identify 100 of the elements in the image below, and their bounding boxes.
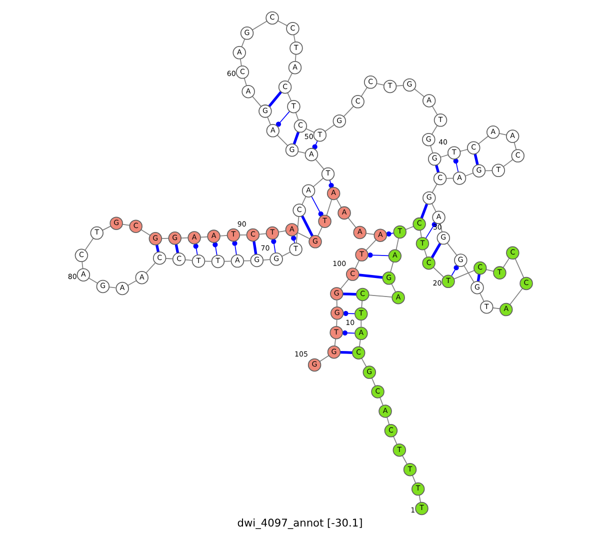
node-label: 20 [432,278,442,288]
connector [165,258,173,260]
connector [492,307,500,310]
connector [193,244,198,256]
node-circle: T [415,502,428,516]
node-circle: A [374,228,388,242]
connector [412,474,416,484]
node-circle: T [313,128,327,142]
node-circle: A [452,172,466,185]
connector [368,294,392,298]
node-circle: A [116,282,129,296]
node-circle: T [383,80,397,94]
node-circle: C [292,204,306,217]
node-circle: T [403,462,417,476]
connector [361,300,363,308]
node-circle: A [422,94,436,108]
connector [358,274,383,279]
connector [184,259,192,261]
connector [288,72,292,82]
connector [366,239,377,251]
node-circle: A [242,85,255,98]
node-circle: C [474,261,487,275]
connector [391,283,396,292]
node-circle: T [90,226,104,240]
node-circle: G [96,280,110,294]
connector [502,258,510,268]
connector [454,270,475,280]
node-circle: A [266,124,280,138]
connector [368,252,389,258]
connector [312,178,324,188]
connector [301,215,314,237]
node-circle: A [353,226,366,240]
node-circle: T [330,326,343,340]
connector [360,320,362,328]
node-circle: G [454,254,468,267]
node-circle: A [499,302,513,316]
connector [386,416,390,425]
connector [446,242,458,256]
node-circle: T [416,236,430,250]
connector [302,196,306,205]
node-circle: G [308,235,322,248]
connector [318,226,323,236]
node-circle: C [278,80,292,94]
node-circle: C [351,95,364,108]
node-label: 90 [237,219,246,228]
connector [181,237,188,238]
node-circle: C [356,288,370,302]
node-label: 70 [260,244,270,253]
connector [287,92,292,102]
connector [476,274,481,282]
connector [348,217,356,228]
node-circle: G [332,114,346,128]
node-circle: T [448,146,461,160]
connector [102,226,112,231]
node-circle: T [393,225,406,239]
node-circle: G [470,280,484,294]
connector [297,232,310,240]
node-circle: C [384,424,398,438]
node-circle: T [287,100,300,114]
connector [361,358,367,367]
node-circle: G [148,232,162,246]
node-circle: A [506,130,520,143]
connector [324,124,335,132]
node-circle: G [422,132,436,146]
node-label: 105 [294,349,308,358]
node-circle: G [285,143,299,157]
node-circle: A [388,249,402,263]
connector [414,88,425,98]
connector [200,236,208,238]
connector [241,38,246,48]
node-circle: G [110,216,123,230]
node-circle: G [382,272,396,285]
connector [396,238,400,250]
node-circle: T [392,443,406,457]
connector [336,198,342,208]
node-circle: G [402,78,416,92]
node-circle: T [354,307,368,321]
connector [406,226,414,230]
node-circle: T [493,266,506,280]
connector [340,278,350,290]
connector [146,262,156,274]
connector [292,132,300,145]
connector [293,34,296,42]
connector [232,240,238,256]
connector [430,242,442,258]
node-circle: A [432,210,446,224]
connector [295,112,299,120]
node-circle: C [467,141,480,154]
connector [343,106,354,117]
connector [88,278,98,284]
node-circle: A [76,268,90,282]
node-circle: G [240,26,254,40]
node-circle: C [506,246,520,260]
connector [162,238,169,239]
connector [418,494,422,503]
connector [155,244,160,252]
connector [514,142,517,150]
node-circle: G [258,104,272,118]
node-circle: C [266,11,279,25]
node-circle: G [270,252,283,266]
